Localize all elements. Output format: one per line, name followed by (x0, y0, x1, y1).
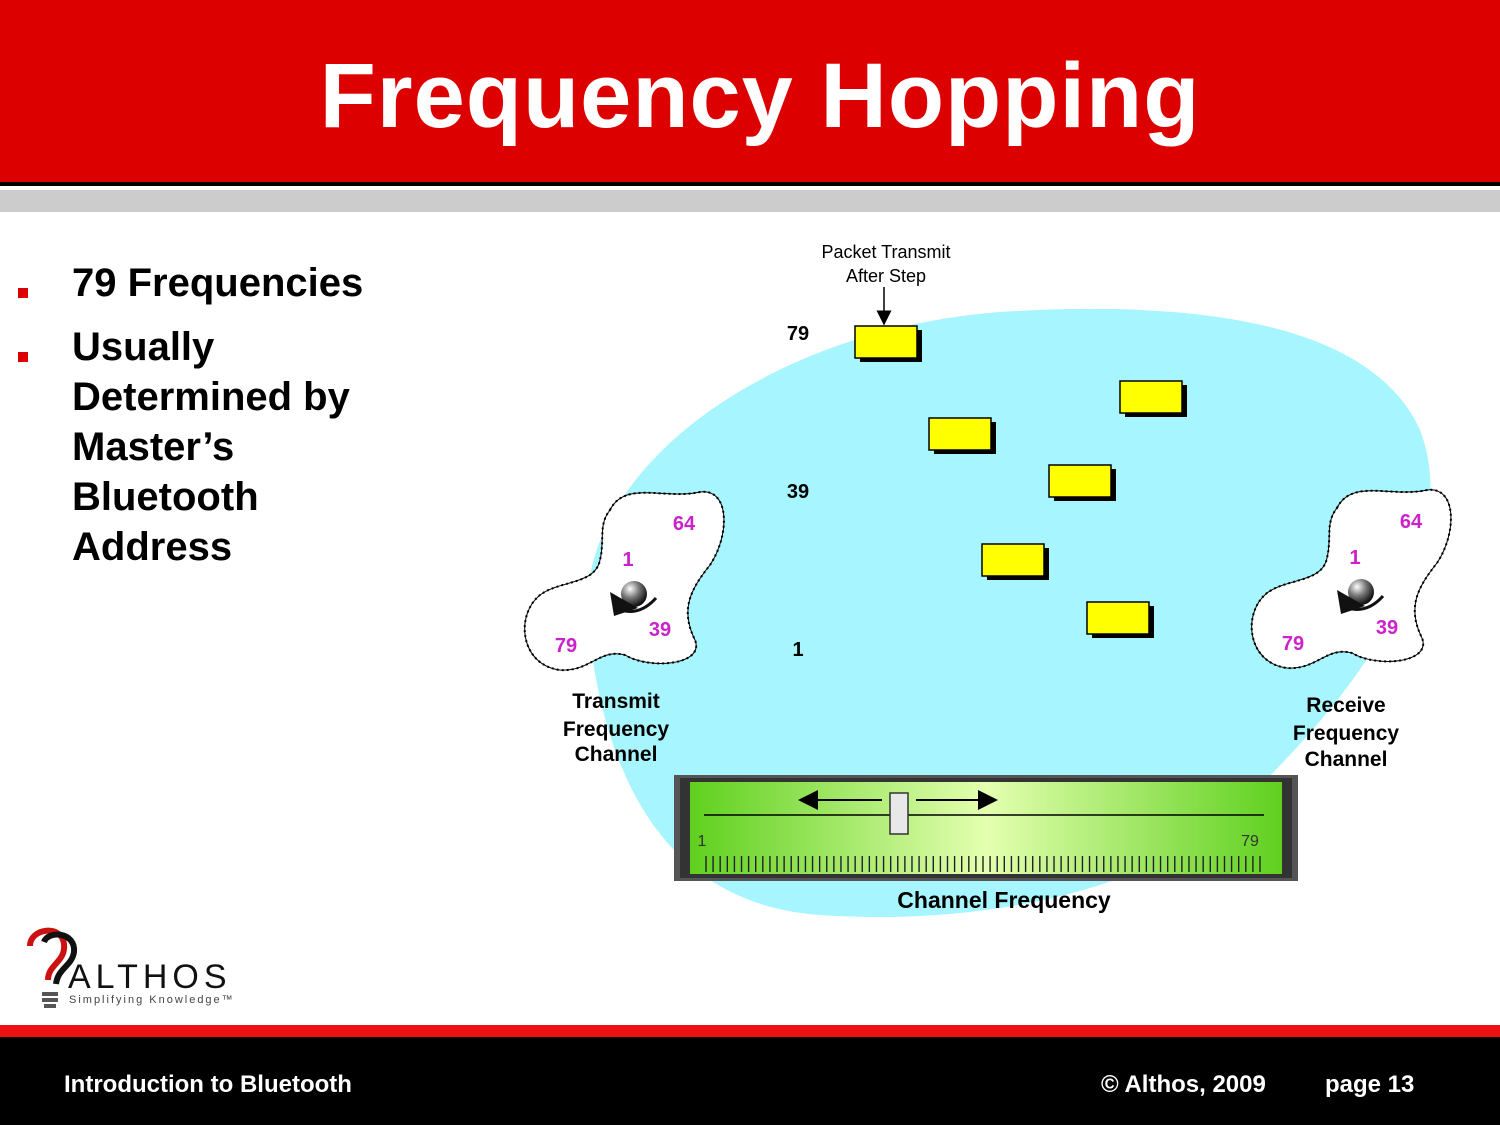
footer-course-title: Introduction to Bluetooth (64, 1071, 352, 1098)
packet-block (854, 325, 922, 362)
packet-block (928, 417, 996, 454)
transmit-label: Frequency (563, 718, 670, 741)
channel-frequency-slider: 1 79 (674, 775, 1298, 881)
dial-number: 1 (622, 549, 633, 571)
slide-title: Frequency Hopping (319, 45, 1201, 147)
axis-label-bottom: 1 (792, 639, 803, 661)
transmit-label: Transmit (572, 690, 660, 713)
dial-number: 79 (1282, 633, 1304, 655)
receive-label: Channel (1305, 748, 1388, 771)
dial-number: 64 (673, 513, 696, 535)
packet-label-sub: After Step (846, 266, 926, 286)
bullet-text: Usually Determined by Master’s Bluetooth… (72, 325, 350, 569)
title-bar: Frequency Hopping (0, 0, 1500, 186)
title-underline-strip (0, 190, 1500, 212)
packet-block (1119, 380, 1187, 417)
dial-number: 39 (1376, 617, 1398, 639)
slider-max-label: 79 (1241, 833, 1259, 850)
hopping-area-blob (587, 308, 1431, 918)
packet-block (1048, 464, 1116, 501)
dial-number: 1 (1349, 547, 1360, 569)
receive-label: Receive (1306, 694, 1385, 717)
axis-label-top: 79 (787, 323, 809, 345)
bullet-item: Usually Determined by Master’s Bluetooth… (12, 322, 432, 572)
althos-logo: ALTHOS Simplifying Knowledge™ (22, 924, 262, 1014)
packet-label: Packet Transmit (821, 242, 950, 262)
lightbulb-icon (27, 927, 77, 1008)
bullet-item: 79 Frequencies (12, 258, 432, 308)
transmit-label: Channel (575, 743, 658, 766)
footer-red-strip (0, 1025, 1500, 1037)
packet-block (981, 543, 1049, 580)
footer-copyright: © Althos, 2009 (1101, 1071, 1266, 1098)
receive-label: Frequency (1293, 722, 1400, 745)
channel-frequency-caption: Channel Frequency (897, 887, 1111, 913)
dial-knob-icon (621, 581, 647, 607)
axis-label-middle: 39 (787, 481, 809, 503)
dial-knob-icon (1348, 579, 1374, 605)
bullet-list: 79 Frequencies Usually Determined by Mas… (12, 258, 432, 586)
logo-tagline: Simplifying Knowledge™ (69, 994, 235, 1006)
bullet-marker-icon (18, 288, 28, 298)
bullet-marker-icon (18, 352, 28, 362)
transmit-dial: 64 1 39 79 (523, 490, 725, 672)
dial-number: 39 (649, 619, 671, 641)
logo-wordmark: ALTHOS (68, 958, 232, 996)
dial-number: 79 (555, 635, 577, 657)
slider-min-label: 1 (698, 833, 707, 850)
bullet-text: 79 Frequencies (72, 261, 364, 305)
slider-thumb (889, 792, 909, 835)
receive-dial: 64 1 39 79 (1250, 488, 1452, 670)
footer-bar: Introduction to Bluetooth © Althos, 2009… (0, 1037, 1500, 1125)
packet-block (1086, 601, 1154, 638)
dial-number: 64 (1400, 511, 1423, 533)
footer-page-number: page 13 (1325, 1071, 1415, 1098)
slider-ticks (705, 856, 1261, 872)
